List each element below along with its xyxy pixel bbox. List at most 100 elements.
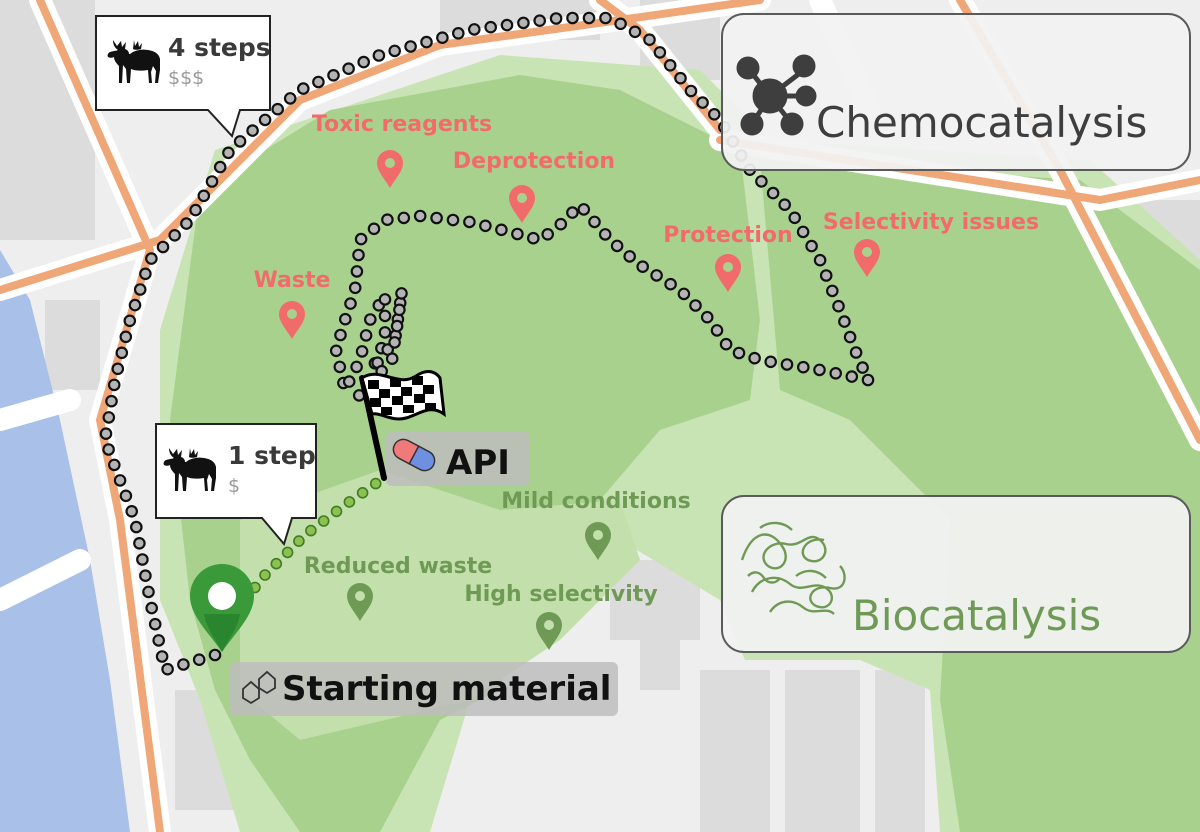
route-dot (271, 102, 284, 116)
route-dot (152, 634, 165, 647)
step-count: 4 steps (168, 33, 271, 62)
route-dot (378, 293, 392, 306)
route-dot (397, 211, 411, 225)
route-dot (643, 33, 656, 46)
route-dot (755, 175, 768, 188)
route-dot (684, 84, 698, 98)
biocatalysis-legend: Biocatalysis (721, 495, 1191, 653)
route-dot (378, 309, 392, 323)
issue-label: Waste (254, 268, 331, 293)
city-block (785, 670, 860, 832)
chemo-step-callout: 4 steps $$$ (95, 15, 271, 138)
route-dot (145, 252, 158, 265)
legend-box (721, 495, 1191, 653)
route-dot (566, 11, 579, 25)
route-dot (393, 303, 406, 317)
callout-bubble (95, 15, 271, 138)
route-dot (177, 658, 190, 671)
route-dot (813, 363, 826, 377)
route-dot (344, 297, 357, 310)
chemo-issue-markers: Toxic reagents Deprotection Waste Protec… (254, 112, 1039, 339)
route-dot (115, 346, 129, 360)
api-label-bg (386, 432, 530, 486)
chemo-route (99, 11, 875, 676)
route-dot (133, 536, 146, 550)
route-dot (388, 336, 401, 349)
issue-label: Protection (663, 223, 792, 248)
route-dot (155, 650, 169, 663)
route-dot (796, 225, 810, 239)
route-dot (554, 217, 568, 231)
route-dot (139, 569, 152, 582)
route-dot (330, 505, 343, 518)
route-dot (327, 69, 340, 82)
route-dot (329, 344, 343, 358)
route-dot (142, 585, 155, 599)
route-dot (463, 215, 476, 229)
benefit-label: Reduced waste (304, 554, 492, 579)
route-dot (258, 113, 272, 127)
route-dot (404, 40, 417, 53)
route-dot (296, 82, 310, 95)
route-dot (653, 46, 667, 59)
route-dot (780, 358, 794, 371)
protein-structure-icon (740, 521, 846, 615)
route-dot (208, 648, 222, 662)
route-dot (636, 260, 649, 273)
city-block (640, 620, 680, 690)
route-dot (778, 198, 791, 211)
route-dot (192, 653, 206, 666)
route-dot (766, 186, 780, 200)
route-dot (628, 25, 642, 39)
start-starting-material: Starting material (190, 564, 618, 716)
route-dot (500, 18, 514, 32)
route-dot (168, 229, 181, 242)
route-dot (356, 486, 369, 499)
issue-label: Toxic reagents (312, 112, 492, 137)
route-dot (511, 227, 524, 241)
issue-marker-deprotection: Deprotection (453, 149, 615, 223)
route-dot (388, 44, 401, 58)
route-dot (113, 474, 127, 487)
route-dot (139, 267, 152, 281)
route-dot (719, 337, 733, 351)
route-dot (342, 62, 355, 75)
issue-marker-selectivity-issues: Selectivity issues (823, 210, 1039, 277)
route-dot (599, 11, 612, 25)
route-dot (732, 346, 746, 360)
route-dot (533, 14, 546, 28)
legend-box (721, 13, 1191, 171)
route-dot (197, 189, 211, 203)
map-pin-icon (715, 254, 741, 292)
route-dot (348, 281, 362, 295)
pill-capsule-icon (392, 438, 436, 472)
map-pin-icon (377, 150, 403, 188)
route-dot (343, 496, 356, 508)
route-dot (119, 489, 133, 503)
route-dot (233, 135, 247, 148)
route-dot (707, 108, 721, 121)
route-dot (495, 223, 508, 237)
bio-benefit-markers: Mild conditions Reduced waste High selec… (304, 489, 691, 650)
map-pin-icon (509, 185, 535, 223)
route-dot (549, 12, 563, 25)
route-dot (582, 11, 596, 25)
issue-marker-protection: Protection (663, 223, 793, 292)
route-dot (372, 49, 386, 62)
route-dot (369, 477, 382, 490)
route-dot (390, 319, 404, 333)
route-dot (350, 360, 363, 374)
route-dot (674, 71, 687, 85)
route-dot (430, 211, 443, 225)
route-dot (119, 330, 133, 344)
map-pin-icon (279, 301, 305, 339)
route-dot (355, 345, 369, 358)
start-label-bg (230, 662, 618, 716)
route-dot (436, 31, 449, 44)
route-dot (381, 213, 394, 226)
route-dot (363, 313, 377, 326)
route-dot (156, 240, 170, 254)
route-dot (577, 203, 591, 216)
route-dot (367, 222, 381, 236)
